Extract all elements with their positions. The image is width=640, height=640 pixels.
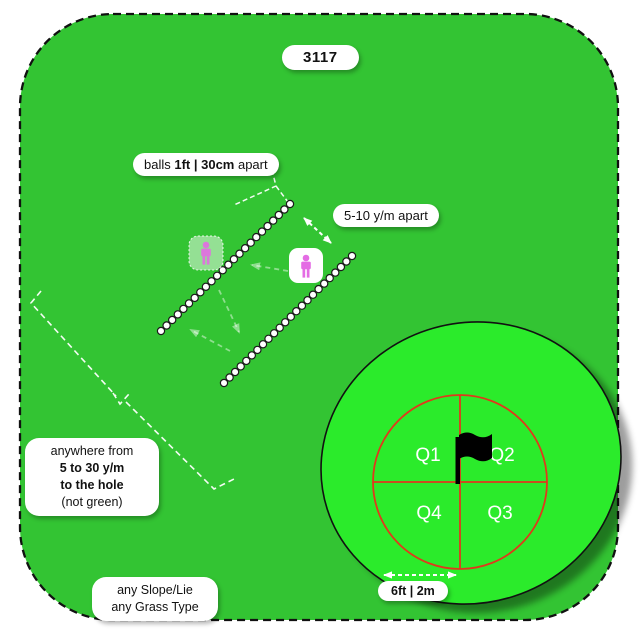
quadrant-label-q1: Q1 <box>415 445 440 466</box>
balls-label-callout <box>233 169 289 206</box>
golf-ball-dot <box>331 268 340 277</box>
golf-ball-dot <box>253 345 262 355</box>
golf-ball-dot <box>257 227 267 236</box>
golf-ball-dot <box>292 307 301 316</box>
conditions-line2: any Grass Type <box>111 600 199 614</box>
golf-ball-dot <box>286 312 295 321</box>
quadrant-labels: Q1 Q2 Q3 Q4 <box>415 445 514 524</box>
golf-ball-dot <box>184 299 194 308</box>
putting-green <box>320 321 633 614</box>
movement-arrow-upleft <box>189 329 231 352</box>
golf-ball-dot <box>280 205 289 214</box>
golf-ball-dot <box>258 340 268 349</box>
person-icon-faded <box>188 235 224 271</box>
conditions-note: any Slope/Lie any Grass Type <box>92 577 218 621</box>
golf-ball-dot <box>347 251 357 261</box>
golf-ball-dot <box>236 362 245 371</box>
golf-ball-dot <box>297 301 307 310</box>
row-spacing-label: 5-10 y/m apart <box>333 204 439 227</box>
golf-ball-dot <box>275 323 284 332</box>
golf-ball-dot <box>162 321 171 330</box>
golf-ball-dot <box>269 216 278 225</box>
golf-ball-dot <box>246 238 255 247</box>
golf-ball-dot <box>336 262 346 272</box>
golf-ball-dot <box>219 378 229 388</box>
distance-note: anywhere from 5 to 30 y/m to the hole (n… <box>25 438 159 516</box>
distance-note-line2: 5 to 30 y/m <box>59 461 125 475</box>
golf-ball-dot <box>229 255 239 264</box>
ball-spacing-value: 1ft | 30cm <box>174 157 235 172</box>
golf-ball-dot <box>281 318 290 327</box>
row-spacing-double-arrow <box>303 217 332 244</box>
golf-ball-dot <box>285 199 295 209</box>
golf-ball-dot <box>207 277 216 286</box>
golf-ball-dot <box>218 266 227 275</box>
conditions-line1: any Slope/Lie <box>117 583 193 597</box>
golf-ball-dot <box>342 257 351 266</box>
golf-ball-dot <box>201 282 211 291</box>
golf-ball-dot <box>325 273 334 283</box>
person-icon <box>289 248 323 283</box>
ball-spacing-prefix: balls <box>144 157 175 172</box>
movement-arrow-down <box>218 289 240 334</box>
flag-icon <box>455 432 492 484</box>
distance-note-line4: (not green) <box>61 495 123 509</box>
golf-ball-dot <box>190 293 199 303</box>
golf-ball-dot <box>314 284 323 294</box>
golf-ball-dot <box>240 243 250 253</box>
quadrant-label-q2: Q2 <box>489 445 514 466</box>
hitting-zone-dimension-line <box>29 290 237 490</box>
golf-ball-dot <box>156 326 166 336</box>
golf-ball-dot <box>179 304 188 314</box>
ball-spacing-label: balls 1ft | 30cm apart <box>133 153 279 176</box>
golf-ball-dot <box>269 329 279 338</box>
golf-ball-dot <box>303 296 312 305</box>
golf-ball-rows <box>156 199 357 388</box>
golf-ball-dot <box>252 232 261 242</box>
golf-ball-dot <box>308 290 318 299</box>
golf-ball-dot <box>225 373 234 382</box>
golf-ball-dot <box>167 315 177 325</box>
golf-ball-dot <box>196 288 205 297</box>
golf-ball-dot <box>173 310 182 319</box>
movement-arrow-left <box>250 262 289 272</box>
quadrant-label-q3: Q3 <box>487 503 512 524</box>
golf-ball-dot <box>242 356 251 366</box>
golf-ball-dot <box>264 334 273 343</box>
drill-number-badge: 3117 <box>282 45 359 70</box>
golf-ball-dot <box>235 249 244 258</box>
golf-ball-dot <box>247 351 256 360</box>
movement-arrows <box>189 262 289 352</box>
golf-ball-dot <box>320 279 329 288</box>
distance-note-line3: to the hole <box>60 478 124 492</box>
golf-ball-dot <box>263 221 272 231</box>
quadrant-label-q4: Q4 <box>416 503 442 524</box>
green-size-label: 6ft | 2m <box>378 581 448 601</box>
ball-spacing-suffix: apart <box>234 157 268 172</box>
distance-note-line1: anywhere from <box>50 444 134 458</box>
golf-ball-dot <box>212 271 222 280</box>
golf-ball-dot <box>224 260 233 269</box>
golf-ball-dot <box>274 210 283 220</box>
golf-ball-dot <box>230 367 240 377</box>
